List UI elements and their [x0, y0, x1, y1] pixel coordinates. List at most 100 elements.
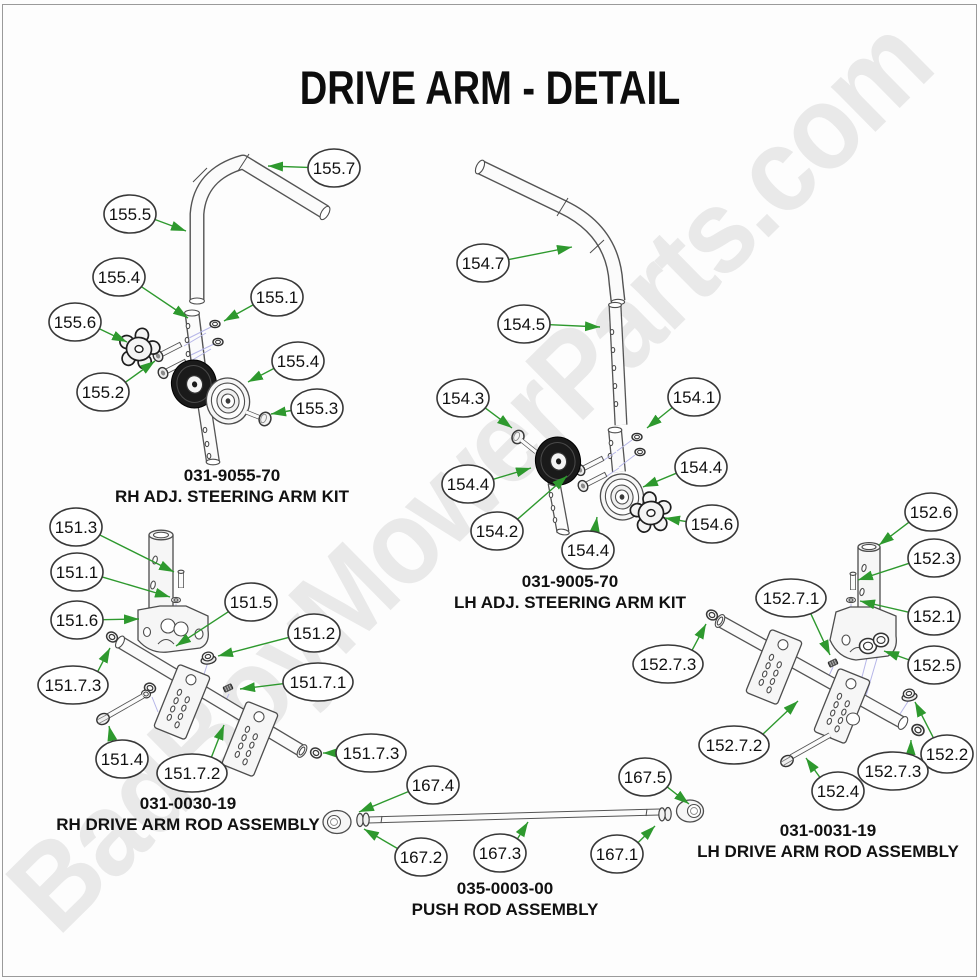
- callout-label: 151.4: [101, 750, 144, 769]
- callout-bubble: [394, 837, 448, 877]
- callout-label: 167.1: [596, 845, 639, 864]
- callout-label: 154.4: [567, 541, 610, 560]
- callout-label: 154.3: [442, 389, 485, 408]
- leader-line: [102, 614, 140, 625]
- callout-label: 151.2: [293, 624, 336, 643]
- leader-line: [646, 406, 673, 429]
- callout-label: 151.7.1: [290, 673, 347, 692]
- callout-152.1: 152.1: [859, 596, 961, 636]
- callout-label: 155.3: [296, 399, 339, 418]
- leader-line: [98, 328, 128, 343]
- leader-line: [859, 599, 909, 613]
- callout-167.4: 167.4: [358, 765, 460, 813]
- callout-label: 152.7.3: [865, 762, 922, 781]
- callout-151.3: 151.3: [49, 507, 175, 573]
- callout-152.7.1: 152.7.1: [755, 578, 831, 656]
- rod-end-right: [658, 799, 705, 823]
- callout-label: 154.2: [476, 522, 519, 541]
- callout-bubble: [456, 243, 510, 283]
- callout-154.2: 154.2: [470, 475, 568, 551]
- callout-bubble: [50, 552, 104, 592]
- callout-label: 155.4: [98, 268, 141, 287]
- callout-label: 167.2: [400, 848, 443, 867]
- rh-rod-name: RH DRIVE ARM ROD ASSEMBLY: [56, 815, 320, 834]
- leader-line: [516, 475, 568, 520]
- leader-line: [642, 472, 677, 488]
- callout-152.4: 152.4: [805, 757, 865, 811]
- lh-rod-part-number: 031-0031-19: [780, 821, 876, 840]
- callout-label: 152.7.1: [763, 589, 820, 608]
- callout-label: 151.1: [56, 563, 99, 582]
- leader-line: [267, 161, 309, 172]
- callout-bubble: [920, 734, 974, 774]
- callout-bubble: [250, 277, 304, 317]
- leader-line: [154, 218, 187, 232]
- callout-label: 151.7.2: [164, 764, 221, 783]
- callout-label: 152.5: [913, 656, 956, 675]
- callout-label: 155.4: [277, 352, 320, 371]
- callout-label: 154.5: [503, 315, 546, 334]
- callout-155.5: 155.5: [103, 194, 187, 234]
- callout-label: 152.6: [910, 503, 953, 522]
- callout-bubble: [907, 538, 961, 578]
- callout-155.7: 155.7: [267, 148, 361, 188]
- rh-rod-part-number: 031-0030-19: [140, 794, 236, 813]
- leader-line: [857, 562, 910, 581]
- leader-line: [664, 515, 687, 526]
- callout-bubble: [904, 492, 958, 532]
- callout-bubble: [674, 447, 728, 487]
- callout-bubble: [755, 578, 827, 618]
- callout-155.2: 155.2: [76, 360, 156, 412]
- callout-bubble: [473, 833, 527, 873]
- callout-label: 151.6: [56, 611, 99, 630]
- callout-bubble: [470, 511, 524, 551]
- callout-label: 167.5: [624, 768, 667, 787]
- leader-line: [124, 360, 156, 383]
- callout-label: 152.3: [913, 549, 956, 568]
- leader-line: [508, 245, 573, 261]
- callout-bubble: [561, 530, 615, 570]
- callout-label: 151.5: [230, 593, 273, 612]
- leader-line: [810, 613, 831, 656]
- callout-155.6: 155.6: [48, 302, 128, 343]
- callout-167.1: 167.1: [590, 825, 656, 874]
- callout-bubble: [698, 725, 770, 765]
- leader-line: [97, 647, 111, 672]
- callout-bubble: [271, 341, 325, 381]
- callout-bubble: [307, 148, 361, 188]
- callout-154.3: 154.3: [436, 378, 513, 429]
- callout-bubble: [103, 194, 157, 234]
- callout-151.7.2: 151.7.2: [156, 724, 228, 793]
- page-title: DRIVE ARM - DETAIL: [300, 62, 681, 115]
- callout-bubble: [76, 372, 130, 412]
- callout-155.3: 155.3: [270, 388, 344, 428]
- callout-bubble: [811, 771, 865, 811]
- callout-bubble: [406, 765, 460, 805]
- leader-line: [358, 790, 409, 813]
- callout-label: 154.4: [680, 458, 723, 477]
- callout-154.5: 154.5: [497, 304, 601, 344]
- callout-155.1: 155.1: [223, 277, 304, 322]
- leader-line: [914, 701, 935, 739]
- callout-bubble: [50, 600, 104, 640]
- leader-line: [549, 321, 601, 332]
- push-rod-name: PUSH ROD ASSEMBLY: [412, 900, 599, 919]
- callout-bubble: [497, 304, 551, 344]
- callout-label: 154.7: [462, 254, 505, 273]
- callouts-layer: 155.7 155.5 155.4 155.1 155.6 155.2 155.4 155.3…: [37, 148, 974, 877]
- lh-steering-arm-kit-drawing: [474, 159, 674, 536]
- leader-line: [107, 725, 118, 742]
- callout-label: 152.7.3: [640, 655, 697, 674]
- leader-line: [270, 406, 292, 417]
- leader-line: [515, 821, 529, 840]
- callout-bubble: [282, 662, 354, 702]
- callout-bubble: [95, 739, 149, 779]
- lh-rod-name: LH DRIVE ARM ROD ASSEMBLY: [697, 842, 959, 861]
- callout-label: 151.3: [55, 518, 98, 537]
- callout-label: 167.4: [412, 776, 455, 795]
- callout-154.4: 154.4: [561, 516, 615, 570]
- callout-151.2: 151.2: [217, 613, 341, 658]
- leader-line: [883, 650, 910, 661]
- callout-151.7.3: 151.7.3: [323, 733, 407, 773]
